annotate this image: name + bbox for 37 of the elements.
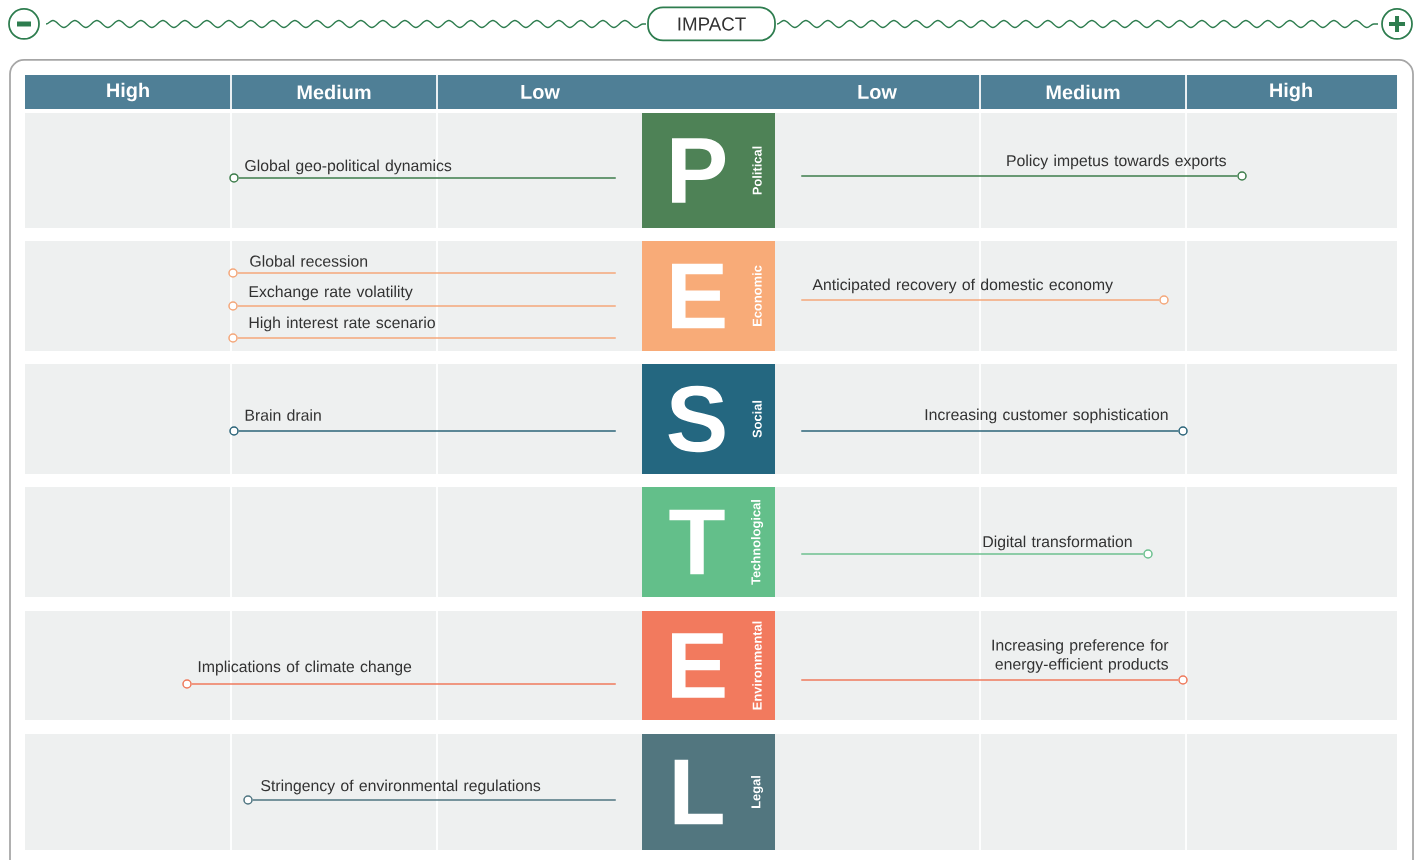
factor-line: [800, 679, 1179, 681]
factor-label: Digital transformation: [983, 535, 1132, 551]
factor-line: [800, 553, 1144, 555]
letter-box: L Legal: [642, 734, 775, 850]
factor-label: Implications of climate change: [198, 660, 412, 676]
column-header: Low: [521, 85, 560, 99]
factor-line: [252, 799, 617, 801]
letter-box: P Political: [642, 113, 775, 228]
factor-line: [237, 337, 617, 339]
column-header: Medium: [1046, 84, 1120, 100]
letter-box: S Social: [642, 364, 775, 474]
factor-label: Global geo-political dynamics: [245, 159, 452, 175]
column-header: Low: [858, 85, 897, 99]
factor-label: Stringency of environmental regulations: [261, 779, 541, 795]
letter-box: E Economic: [642, 241, 775, 351]
factor-line: [238, 177, 617, 179]
factor-line: [800, 299, 1160, 301]
factor-label: Policy impetus towards exports: [1007, 154, 1226, 170]
factor-label: Brain drain: [245, 409, 321, 421]
column-header: Medium: [297, 84, 371, 100]
factor-label: Exchange rate volatility: [249, 285, 413, 301]
factor-line: [800, 175, 1238, 177]
column-header: High: [1270, 82, 1312, 102]
factor-line: [800, 430, 1179, 432]
impact-box: IMPACT: [647, 6, 776, 42]
factor-line: [237, 305, 617, 307]
factor-line: [237, 272, 617, 274]
letter-box: T Technological: [642, 487, 775, 597]
factor-label: Anticipated recovery of domestic economy: [812, 278, 1113, 294]
factor-label: High interest rate scenario: [249, 316, 435, 332]
factor-label: Increasing preference for energy-efficient products: [992, 639, 1169, 673]
column-header: High: [107, 82, 149, 102]
letter-box: E Environmental: [642, 611, 775, 720]
factor-label: Global recession: [250, 255, 368, 267]
factor-line: [238, 430, 617, 432]
factor-label: Increasing customer sophistication: [925, 408, 1168, 424]
factor-line: [191, 683, 617, 685]
